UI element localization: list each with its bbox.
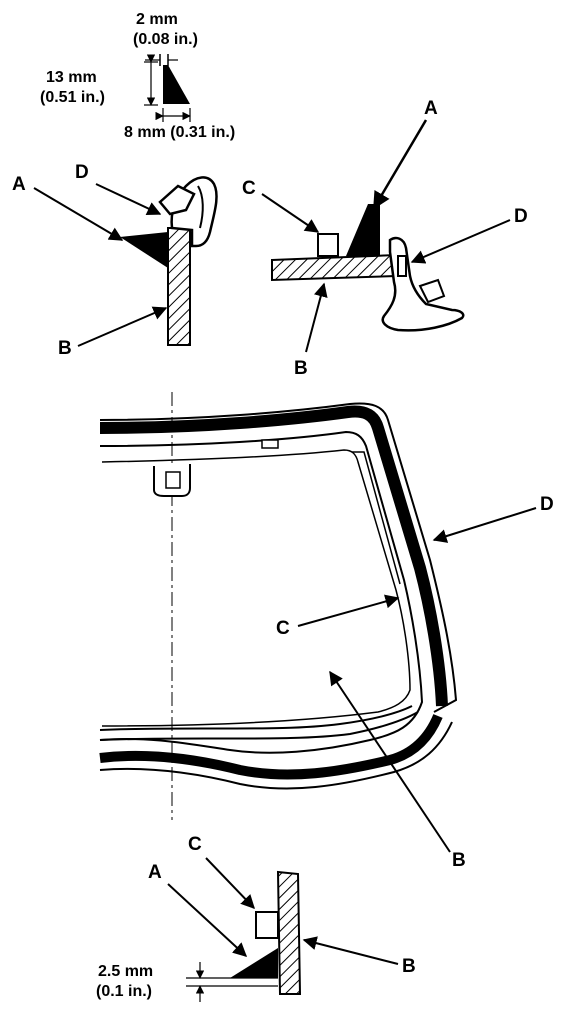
- main-label-c: C: [276, 618, 290, 639]
- detail2-label-a: A: [424, 98, 438, 119]
- gap-mm-label: 2.5 mm: [98, 963, 153, 980]
- top-section-detail: A C D B: [242, 98, 528, 379]
- molding-band: [99, 405, 448, 707]
- glass-section: [167, 227, 191, 346]
- width-mm-label: 2 mm: [136, 11, 178, 28]
- side-section-detail: A D B: [12, 162, 218, 359]
- detail3-label-a: A: [148, 862, 162, 883]
- bottom-section-detail: 2.5 mm (0.1 in.) C A B: [96, 834, 416, 1002]
- adhesive-bead-profile: [163, 65, 190, 104]
- glass-edge: [101, 449, 411, 727]
- outer-molding-edge: [99, 402, 458, 713]
- detail3-label-b: B: [402, 956, 416, 977]
- detail1-label-b: B: [58, 338, 72, 359]
- height-mm-label: 13 mm: [46, 69, 97, 86]
- base-label: 8 mm (0.31 in.): [124, 124, 235, 141]
- height-in-label: (0.51 in.): [40, 89, 105, 106]
- detail2-label-d: D: [514, 206, 528, 227]
- glass-section: [276, 870, 302, 995]
- windshield-overview: D C B: [99, 392, 554, 871]
- adhesive-bead-dimension-detail: 2 mm (0.08 in.) 13 mm (0.51 in.) 8 mm (0…: [40, 11, 235, 141]
- adhesive-bead: [120, 232, 168, 268]
- detail2-label-c: C: [242, 178, 256, 199]
- body-flange: [99, 430, 424, 754]
- main-label-b: B: [452, 850, 466, 871]
- adhesive-bead: [230, 948, 278, 978]
- spacer: [317, 233, 339, 257]
- detail2-label-b: B: [294, 358, 308, 379]
- detail3-label-c: C: [188, 834, 202, 855]
- adhesive-bead: [346, 204, 380, 256]
- gap-in-label: (0.1 in.): [96, 983, 152, 1000]
- detail1-label-a: A: [12, 174, 26, 195]
- detail1-label-d: D: [75, 162, 89, 183]
- width-in-label: (0.08 in.): [133, 31, 198, 48]
- main-label-d: D: [540, 494, 554, 515]
- glass-section: [271, 253, 397, 282]
- spacer: [255, 911, 279, 939]
